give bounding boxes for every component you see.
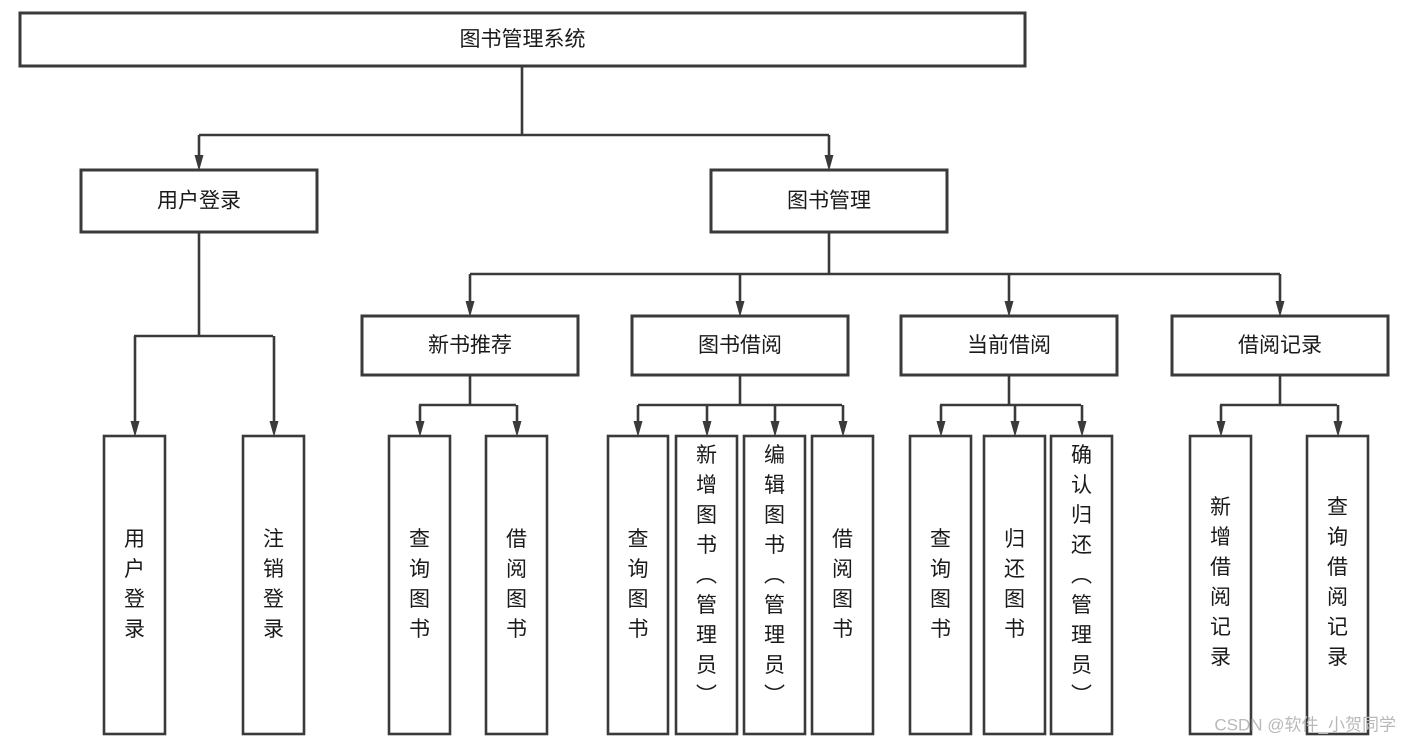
node-box[interactable] — [630, 314, 850, 377]
node-label: 借阅图书 — [506, 528, 527, 641]
connector-layer — [130, 66, 1343, 437]
node-label: 新书推荐 — [428, 334, 512, 357]
node-box[interactable] — [899, 314, 1119, 377]
node-leaf-borrow-book-recommend[interactable]: 借阅图书 — [484, 434, 549, 736]
connector-bookmgmt-to-level2 — [470, 232, 1280, 276]
node-leaf-return-book[interactable]: 归还图书 — [982, 434, 1047, 736]
connector-borrow-to-leaves — [638, 375, 842, 407]
node-box[interactable] — [102, 434, 167, 736]
node-box[interactable] — [79, 168, 319, 234]
node-label: 查询图书 — [628, 528, 649, 641]
node-label: 当前借阅 — [967, 334, 1051, 357]
node-label: 用户登录 — [157, 190, 241, 213]
connector-record-to-leaves — [1220, 375, 1337, 407]
node-label: 查询借阅记录 — [1327, 496, 1348, 669]
node-label: 查询图书 — [409, 528, 430, 641]
node-box[interactable] — [1170, 314, 1390, 377]
csdn-watermark: CSDN @软件_小贺同学 — [1214, 715, 1396, 734]
node-box[interactable] — [387, 434, 452, 736]
arrow-head-icon — [1010, 421, 1020, 437]
node-box[interactable] — [1049, 434, 1114, 736]
arrow-head-icon — [824, 155, 834, 171]
node-label: 注销登录 — [263, 528, 284, 641]
node-label: 图书借阅 — [698, 334, 782, 357]
node-leaf-query-book-current[interactable]: 查询图书 — [908, 434, 973, 736]
node-box[interactable] — [982, 434, 1047, 736]
arrow-head-icon — [465, 301, 475, 317]
arrow-head-icon — [415, 421, 425, 437]
arrow-head-icon — [194, 155, 204, 171]
node-label: 用户登录 — [124, 528, 145, 641]
node-leaf-borrow-book[interactable]: 借阅图书 — [810, 434, 875, 736]
node-leaf-query-book-recommend[interactable]: 查询图书 — [387, 434, 452, 736]
connector-recommend-to-leaves — [419, 375, 516, 407]
node-label: 确认归还︵管理员︶ — [1071, 444, 1092, 707]
arrow-head-icon — [1077, 421, 1087, 437]
node-box[interactable] — [810, 434, 875, 736]
node-label: 查询图书 — [930, 528, 951, 641]
arrow-head-icon — [1216, 421, 1226, 437]
arrow-head-icon — [838, 421, 848, 437]
node-box[interactable] — [709, 168, 949, 234]
node-box[interactable] — [742, 434, 807, 736]
node-box[interactable] — [484, 434, 549, 736]
node-box[interactable] — [1188, 434, 1253, 736]
node-leaf-add-book-admin[interactable]: 新增图书︵管理员︶ — [674, 434, 739, 736]
arrow-head-icon — [770, 421, 780, 437]
node-label: 新增借阅记录 — [1210, 496, 1231, 669]
arrow-head-icon — [1004, 301, 1014, 317]
node-label: 归还图书 — [1004, 528, 1025, 641]
connector-current-to-leaves — [940, 375, 1081, 407]
node-box[interactable] — [674, 434, 739, 736]
node-user-login[interactable]: 用户登录 — [79, 168, 319, 234]
node-new-book-recommend[interactable]: 新书推荐 — [360, 314, 580, 377]
node-box[interactable] — [241, 434, 306, 736]
node-label: 借阅图书 — [832, 528, 853, 641]
node-leaf-query-borrow-record[interactable]: 查询借阅记录 — [1305, 434, 1370, 736]
node-box[interactable] — [908, 434, 973, 736]
connector-userlogin-to-leaves — [134, 232, 273, 338]
node-leaf-query-book-borrow[interactable]: 查询图书 — [606, 434, 670, 736]
connector-root-to-level1 — [199, 66, 829, 137]
node-book-borrow[interactable]: 图书借阅 — [630, 314, 850, 377]
node-borrow-record[interactable]: 借阅记录 — [1170, 314, 1390, 377]
arrow-head-icon — [1333, 421, 1343, 437]
node-box[interactable] — [1305, 434, 1370, 736]
arrow-head-icon — [936, 421, 946, 437]
arrow-head-icon — [130, 421, 140, 437]
node-label: 新增图书︵管理员︶ — [696, 444, 717, 707]
node-label: 图书管理 — [787, 190, 871, 213]
node-label: 编辑图书︵管理员︶ — [764, 444, 785, 707]
node-label: 图书管理系统 — [460, 28, 586, 51]
arrow-head-icon — [735, 301, 745, 317]
node-label: 借阅记录 — [1238, 334, 1322, 357]
arrow-head-icon — [512, 421, 522, 437]
node-box[interactable] — [606, 434, 670, 736]
node-leaf-confirm-return-admin[interactable]: 确认归还︵管理员︶ — [1049, 434, 1114, 736]
node-box[interactable] — [360, 314, 580, 377]
node-root[interactable]: 图书管理系统 — [18, 11, 1027, 68]
arrow-head-icon — [702, 421, 712, 437]
node-layer: 图书管理系统用户登录图书管理新书推荐图书借阅当前借阅借阅记录用户登录注销登录查询… — [18, 11, 1390, 736]
arrow-head-icon — [633, 421, 643, 437]
node-book-management[interactable]: 图书管理 — [709, 168, 949, 234]
node-box[interactable] — [18, 11, 1027, 68]
arrow-head-icon — [1275, 301, 1285, 317]
node-leaf-add-borrow-record[interactable]: 新增借阅记录 — [1188, 434, 1253, 736]
node-current-borrow[interactable]: 当前借阅 — [899, 314, 1119, 377]
node-leaf-logout[interactable]: 注销登录 — [241, 434, 306, 736]
node-leaf-edit-book-admin[interactable]: 编辑图书︵管理员︶ — [742, 434, 807, 736]
node-leaf-user-login[interactable]: 用户登录 — [102, 434, 167, 736]
arrow-head-icon — [269, 421, 279, 437]
